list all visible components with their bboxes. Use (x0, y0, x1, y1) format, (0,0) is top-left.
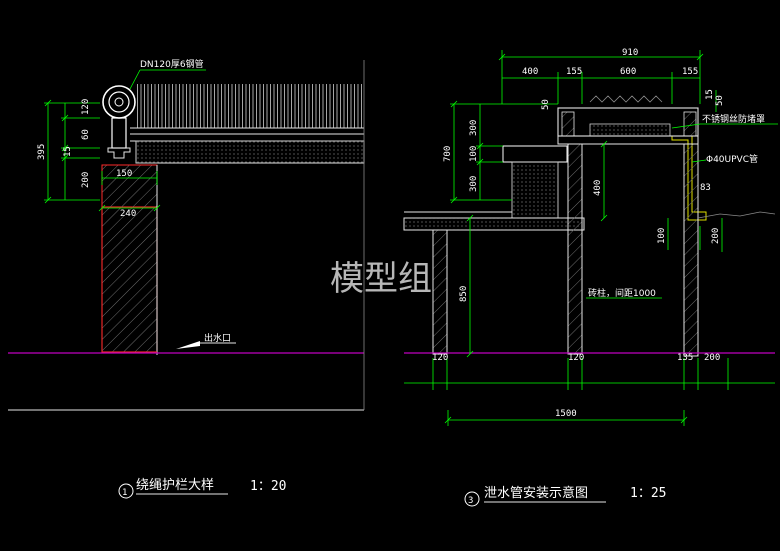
dim-200-right: 200 (711, 228, 721, 244)
bench-seat (502, 145, 568, 163)
detail-1-scale: 1：20 (250, 479, 286, 494)
dim-200-bottom: 200 (704, 353, 720, 363)
detail-3-scale: 1：25 (630, 486, 666, 501)
pvc-label: Φ40UPVC管 (706, 153, 758, 165)
dim-100-b: 100 (657, 228, 667, 244)
dim-50-a: 50 (541, 99, 551, 110)
dim-910: 910 (622, 48, 638, 58)
watermark: 模型组 (330, 259, 432, 299)
dim-155-a: 155 (566, 67, 582, 77)
deck-slab (403, 217, 585, 231)
dim-135: 135 (677, 353, 693, 363)
outlet-arrow (176, 341, 200, 349)
dim-700: 700 (443, 146, 453, 162)
dim-100-a: 100 (469, 146, 479, 162)
dim-120-b: 120 (568, 353, 584, 363)
detail-1-guardrail: DN120厚6钢管 120 60 15 395 200 150 240 出水口 … (8, 58, 365, 499)
dim-850: 850 (459, 286, 469, 302)
brick-pier-right (567, 143, 583, 355)
brick-pier-left (432, 229, 448, 355)
dim-150: 150 (116, 169, 132, 179)
dim-395: 395 (37, 144, 47, 160)
dim-240: 240 (120, 209, 136, 219)
detail-3-title: 泄水管安装示意图 (484, 485, 588, 501)
dim-400: 400 (593, 180, 603, 196)
detail-1-title: 绕绳护栏大样 (136, 478, 214, 493)
detail-3-drain-pipe: 910 400 155 600 155 50 15 50 300 700 100… (403, 48, 778, 507)
dim-15-right: 15 (705, 89, 715, 100)
retaining-wall (683, 143, 699, 357)
dim-15: 15 (63, 146, 73, 157)
dim-300-b: 300 (469, 176, 479, 192)
detail-number-3: 3 (468, 496, 473, 506)
dim-200: 200 (81, 172, 91, 188)
dim-120-a: 120 (432, 353, 448, 363)
dim-300-a: 300 (469, 120, 479, 136)
detail-number-circle-1 (118, 483, 134, 499)
steel-pipe (102, 85, 136, 119)
detail-number-circle-3 (464, 491, 480, 507)
dim-1500: 1500 (555, 409, 577, 419)
dim-83: 83 (700, 183, 711, 193)
pipe-label: DN120厚6钢管 (140, 58, 204, 70)
rail-post (111, 117, 127, 149)
wall-column (101, 206, 158, 353)
railing-bars (136, 84, 364, 128)
slab (135, 140, 365, 164)
gravel-layer (589, 123, 671, 137)
outlet-label: 出水口 (204, 332, 231, 344)
dim-400-top: 400 (522, 67, 538, 77)
dim-155-b: 155 (682, 67, 698, 77)
pillar-label: 砖柱，间距1000 (588, 287, 656, 299)
mesh-label: 不锈钢丝防堵罩 (702, 113, 765, 125)
dim-600: 600 (620, 67, 636, 77)
dim-50-b: 50 (715, 95, 725, 106)
detail-number-1: 1 (122, 488, 127, 498)
dim-60: 60 (81, 129, 91, 140)
dim-120: 120 (81, 99, 91, 115)
